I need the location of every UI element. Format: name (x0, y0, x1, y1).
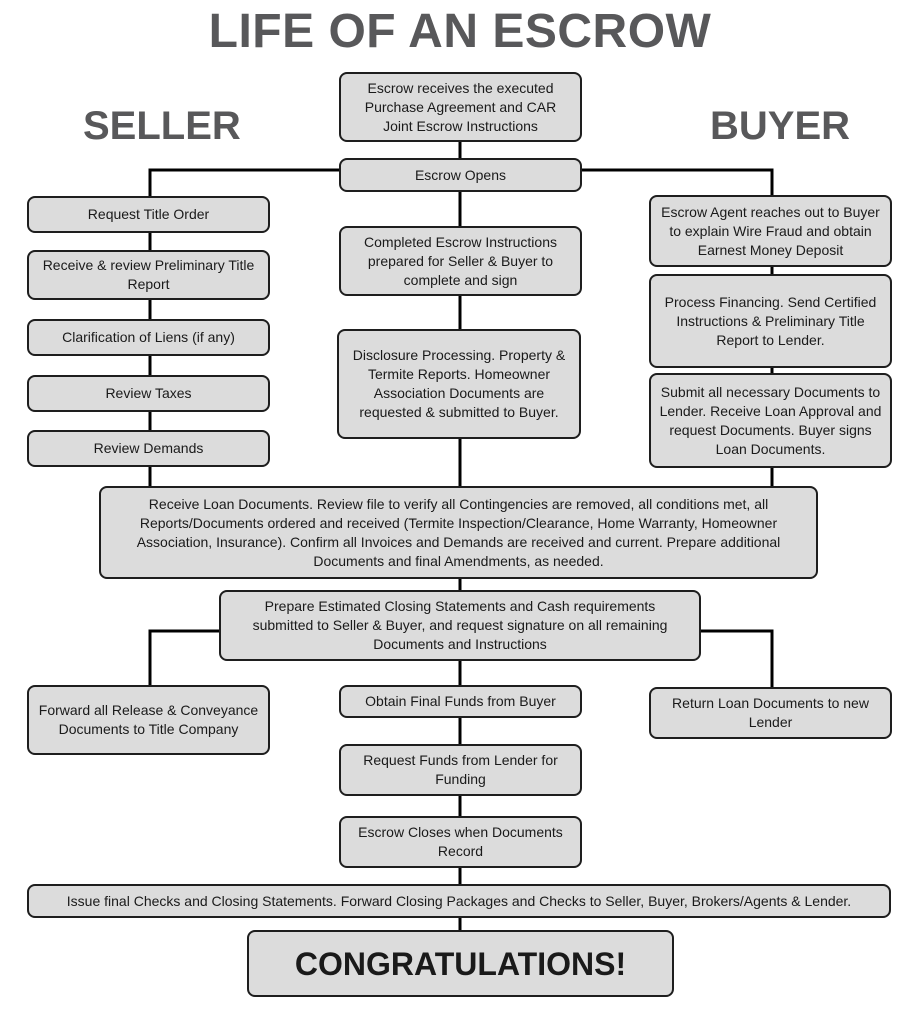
step-escrow-closes: Escrow Closes when Documents Record (339, 816, 582, 868)
seller-heading: SELLER (83, 104, 241, 148)
step-executed-agreement: Escrow receives the executed Purchase Ag… (339, 72, 582, 142)
step-text: Clarification of Liens (if any) (62, 329, 235, 345)
step-text: Review Taxes (105, 385, 192, 401)
step-text: Receive & review Preliminary Title Repor… (42, 257, 255, 292)
step-text: Prepare Estimated Closing Statements and… (252, 598, 668, 652)
buyer-return-loan-documents: Return Loan Documents to new Lender (649, 687, 892, 739)
step-text: Escrow Closes when Documents Record (358, 824, 563, 859)
step-final-checks: Issue final Checks and Closing Statement… (27, 884, 891, 918)
step-request-funds: Request Funds from Lender for Funding (339, 744, 582, 796)
step-escrow-opens: Escrow Opens (339, 158, 582, 192)
step-text: Obtain Final Funds from Buyer (365, 693, 556, 709)
page-title: LIFE OF AN ESCROW (208, 5, 712, 58)
step-text: Escrow Opens (414, 166, 507, 183)
step-text: Request Funds from Lender for Funding (363, 752, 558, 787)
buyer-submit-documents: Submit all necessary Documents to Lender… (649, 373, 892, 468)
congratulations-banner: CONGRATULATIONS! (247, 930, 674, 997)
step-escrow-instructions: Completed Escrow Instructions prepared f… (339, 226, 582, 296)
step-text: Return Loan Documents to new Lender (672, 695, 869, 730)
seller-clarification-of-liens: Clarification of Liens (if any) (27, 319, 270, 356)
step-receive-loan-documents: Receive Loan Documents. Review file to v… (99, 486, 818, 579)
step-text: Escrow Agent reaches out to Buyer to exp… (661, 203, 880, 258)
step-text: Receive Loan Documents. Review file to v… (136, 495, 781, 569)
step-text: Forward all Release & Conveyance Documen… (38, 702, 259, 737)
step-estimated-closing: Prepare Estimated Closing Statements and… (219, 590, 701, 661)
seller-review-demands: Review Demands (27, 430, 270, 467)
congrats-text: CONGRATULATIONS! (294, 945, 627, 982)
step-text: Request Title Order (87, 206, 210, 222)
seller-request-title-order: Request Title Order (27, 196, 270, 233)
seller-forward-release-documents: Forward all Release & Conveyance Documen… (27, 685, 270, 755)
seller-review-taxes: Review Taxes (27, 375, 270, 412)
step-final-funds: Obtain Final Funds from Buyer (339, 685, 582, 718)
buyer-heading: BUYER (710, 104, 851, 148)
seller-preliminary-title-report: Receive & review Preliminary Title Repor… (27, 250, 270, 300)
step-text: Submit all necessary Documents to Lender… (659, 383, 882, 457)
step-text: Review Demands (93, 440, 204, 456)
step-text: Issue final Checks and Closing Statement… (66, 892, 852, 909)
buyer-process-financing: Process Financing. Send Certified Instru… (649, 274, 892, 368)
step-text: Disclosure Processing. Property & Termit… (352, 347, 566, 420)
step-text: Escrow receives the executed Purchase Ag… (364, 79, 557, 134)
step-disclosure-processing: Disclosure Processing. Property & Termit… (337, 329, 581, 439)
step-text: Completed Escrow Instructions prepared f… (364, 233, 557, 288)
step-text: Process Financing. Send Certified Instru… (664, 293, 877, 348)
buyer-escrow-agent-contact: Escrow Agent reaches out to Buyer to exp… (649, 195, 892, 267)
